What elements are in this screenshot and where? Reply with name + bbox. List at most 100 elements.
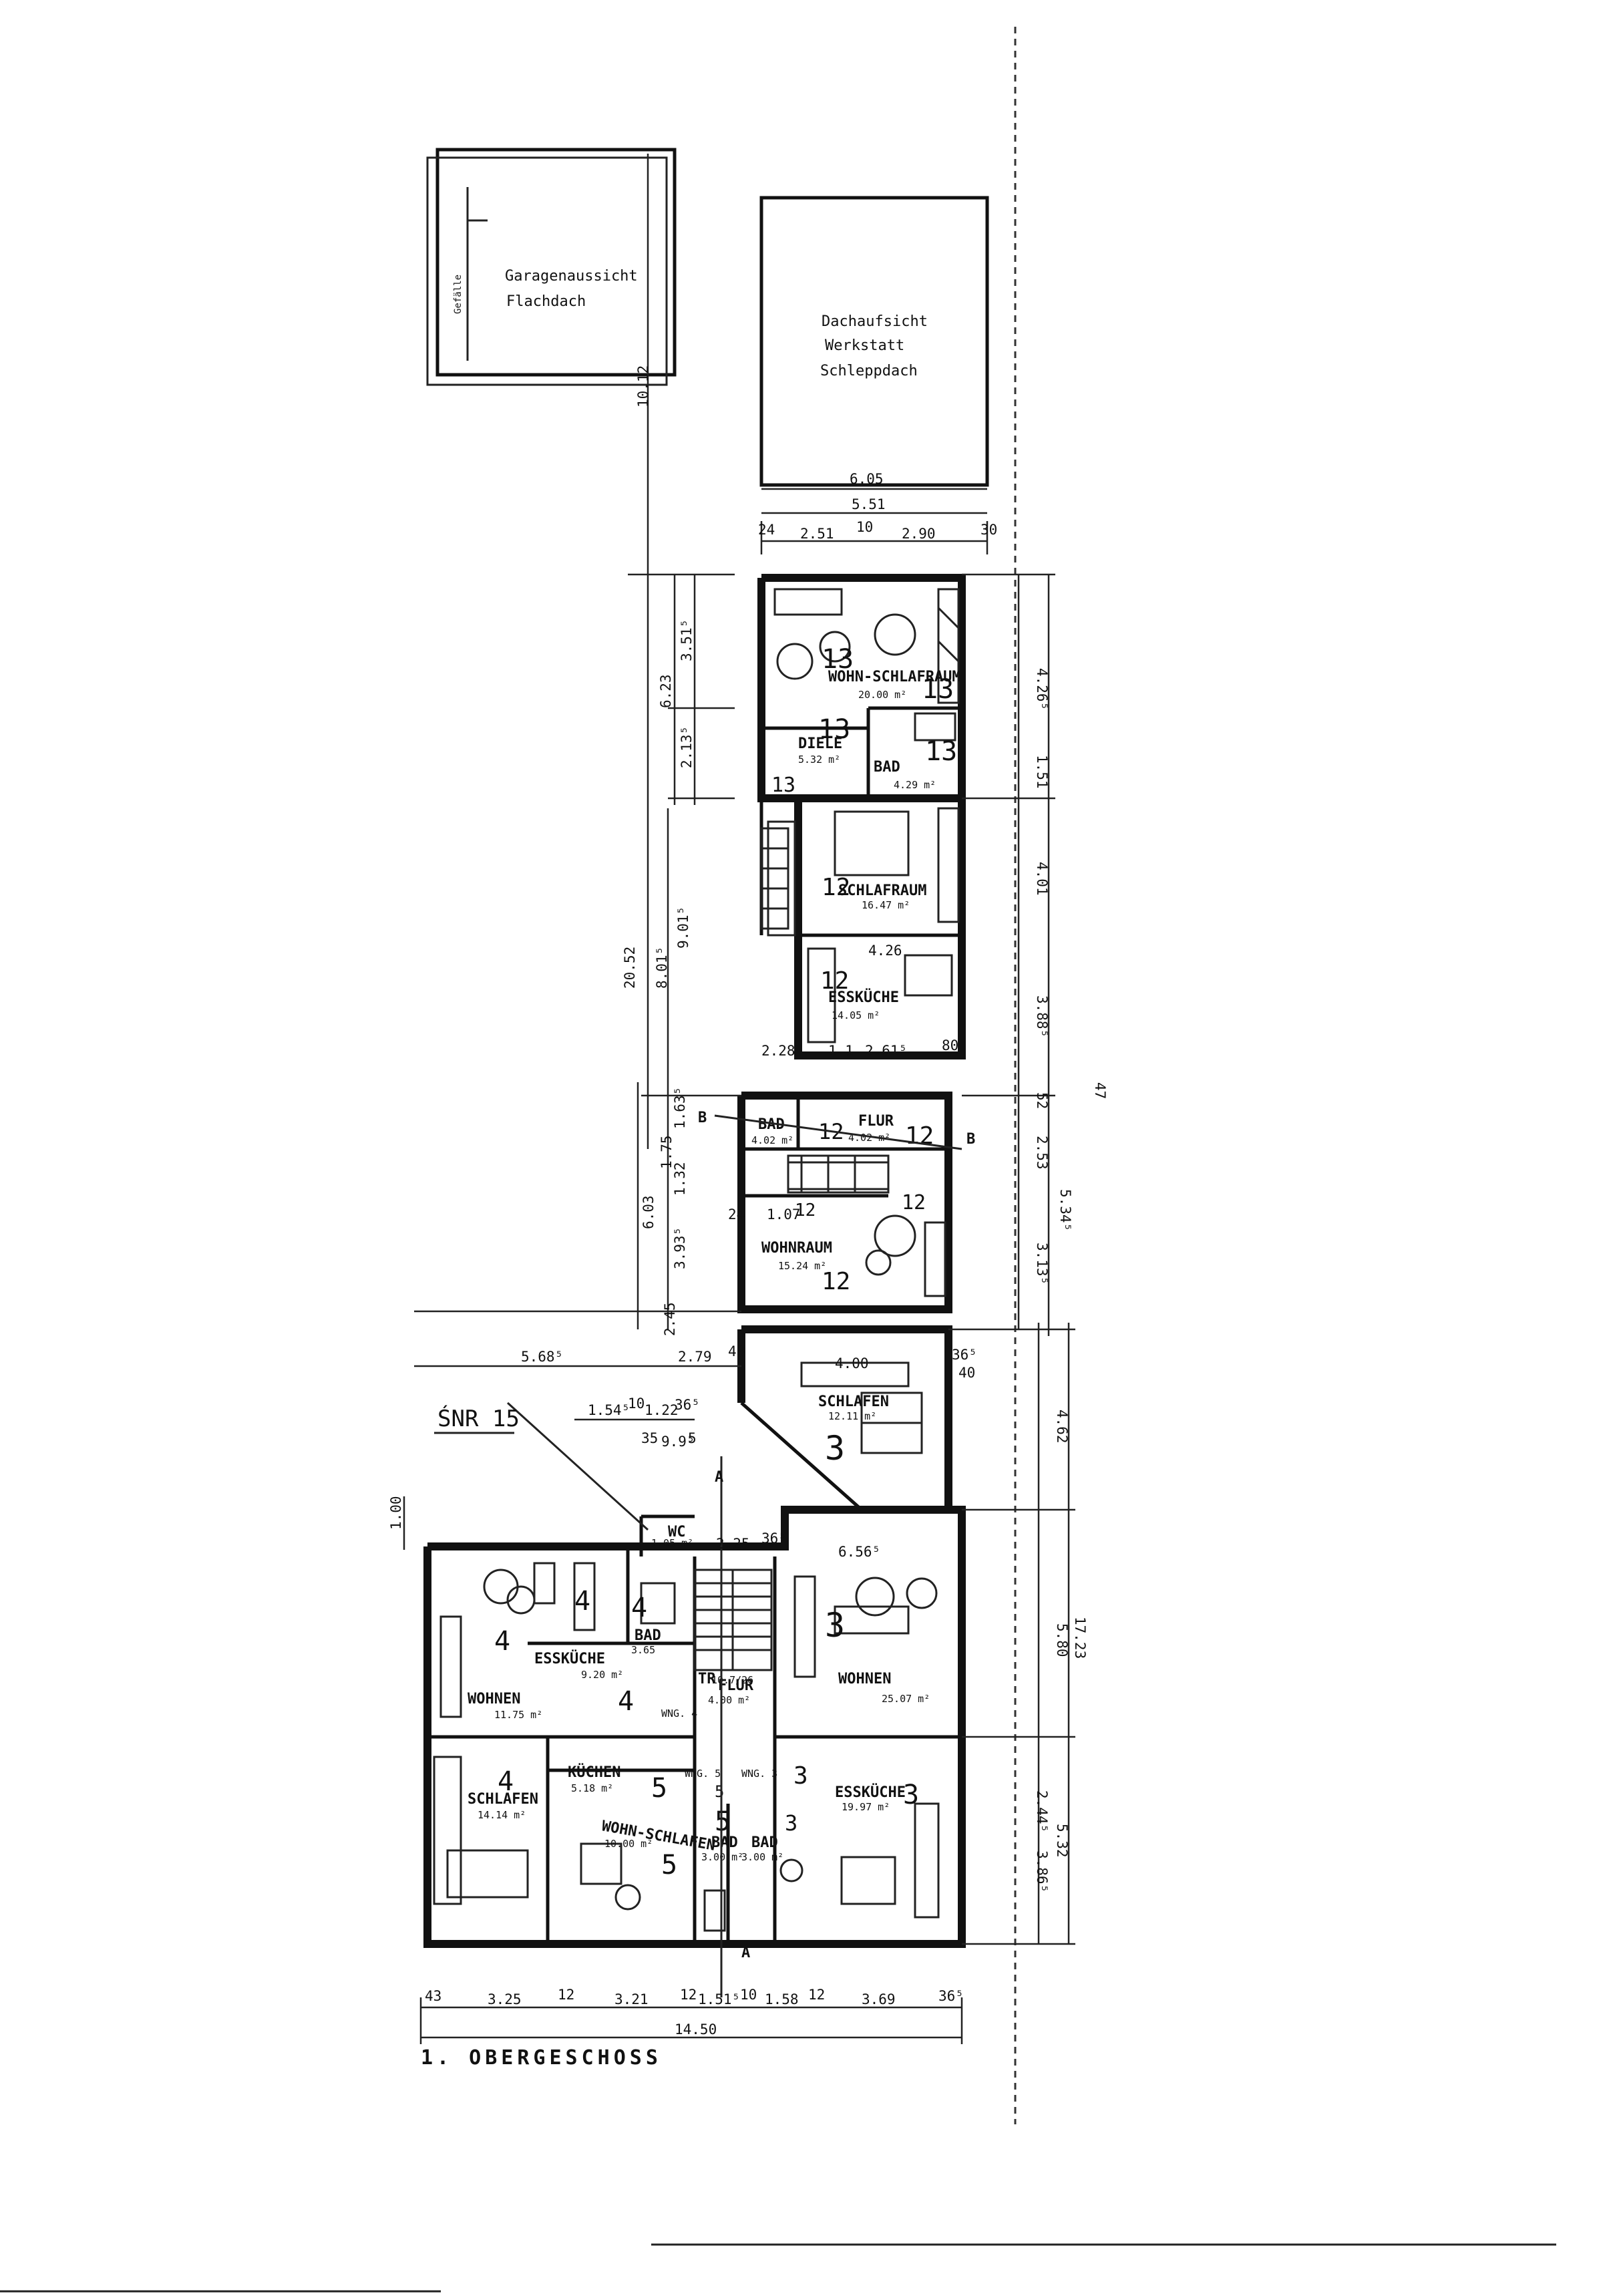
section-a-bottom: A — [741, 1945, 750, 1961]
dim-h-1-1: 1.1 — [828, 1043, 854, 1059]
dim-b-12a: 12 — [558, 1987, 574, 2003]
dim-r-52: 52 — [1034, 1092, 1050, 1109]
room-schlafen-left-area: 14.14 m² — [478, 1809, 526, 1821]
unit-12-lower: BAD 4.02 m² FLUR 4.02 m² WOHNRAUM 15.24 … — [737, 1092, 952, 1313]
dim-r-1-51: 1.51 — [1034, 755, 1050, 789]
dim-r-4-265: 4.26⁵ — [1034, 668, 1050, 710]
dim-v-10-12: 10.12 — [635, 365, 651, 407]
dim-kitchen-top: 4.26 — [868, 943, 902, 959]
room-bad-low2-label: BAD — [751, 1834, 778, 1851]
wh3-n1: 3 — [825, 1606, 845, 1645]
garage-roof: Gefälle Garagenaussicht Flachdach — [426, 148, 677, 386]
room-kuechen-label: KÜCHEN — [568, 1764, 620, 1781]
dim-r-3-885: 3.88⁵ — [1034, 995, 1050, 1037]
wh4-n2: 4 — [631, 1593, 647, 1623]
dim-roof-p2: 2.51 — [800, 526, 834, 542]
wh4-n1: 4 — [574, 1586, 590, 1617]
dim-v-6-03: 6.03 — [641, 1195, 657, 1229]
dim-h-80: 80 — [942, 1037, 958, 1053]
room-esskueche-top-label: ESSKÜCHE — [828, 989, 899, 1006]
unit12-n6: 12 — [822, 1268, 850, 1295]
dim-r-5-80: 5.80 — [1054, 1623, 1070, 1657]
room-wohnen-right-area: 25.07 m² — [882, 1693, 930, 1705]
roof-dimensions: 6.05 5.51 24 2.51 10 2.90 30 — [758, 471, 997, 554]
section-a-top: A — [715, 1469, 723, 1486]
dim-h-6-565: 6.56⁵ — [838, 1544, 880, 1560]
dim-h-2-25: 2.25 — [716, 1536, 750, 1552]
room-flur-low-label: FLUR — [718, 1677, 754, 1694]
wng-5: WNG. 5 — [685, 1768, 721, 1780]
dim-r-2-445: 2.44⁵ — [1034, 1790, 1050, 1832]
wng-4: WNG. 4 — [661, 1707, 697, 1719]
room-esskueche-right-label: ESSKÜCHE — [835, 1784, 906, 1801]
garage-side-label: Gefälle — [453, 275, 464, 314]
dim-h-2-79: 2.79 — [678, 1349, 712, 1365]
room-schlafen-mid-area: 12.11 m² — [828, 1410, 876, 1422]
workshop-roof: Dachaufsicht Werkstatt Schleppdach — [759, 196, 989, 487]
room-schlafen-mid-label: SCHLAFEN — [818, 1393, 889, 1410]
dim-b-12c: 12 — [808, 1987, 825, 2003]
dim-h-2-28: 2.28 — [761, 1043, 795, 1059]
dim-b-1-515: 1.51⁵ — [698, 1991, 740, 2007]
dim-r-4-01: 4.01 — [1034, 862, 1050, 896]
section-b-left: B — [698, 1110, 707, 1126]
dim-b-10: 10 — [740, 1987, 757, 2003]
dim-h-35: 35 — [641, 1430, 658, 1446]
dim-h-5: 5 — [688, 1430, 697, 1446]
workshop-label-2: Werkstatt — [825, 337, 904, 354]
section-markers: B B A A — [698, 1110, 975, 1997]
wh5-n2: 5 — [661, 1850, 677, 1880]
wh4-n4: 4 — [618, 1686, 634, 1717]
unit13-n3: 13 — [818, 714, 850, 745]
dim-roof-inner: 5.51 — [852, 496, 886, 512]
dim-v-20-52: 20.52 — [622, 947, 638, 989]
dim-roof-p4: 2.90 — [902, 526, 936, 542]
unit13-n1: 13 — [822, 644, 854, 675]
handwritten-note: ŚNR 15 — [437, 1405, 520, 1432]
main-building: SCHLAFEN 12.11 m² WOHNEN 25.07 m² ESSKÜC… — [423, 827, 966, 1948]
dim-h-40: 40 — [728, 1343, 745, 1359]
plan-title: 1. OBERGESCHOSS — [421, 2046, 662, 2070]
room-bad-low1-label: BAD — [711, 1834, 738, 1851]
dim-v-1-32: 1.32 — [672, 1162, 688, 1196]
dim-roof-p5: 30 — [980, 522, 997, 538]
workshop-label-3: Schleppdach — [820, 363, 918, 379]
unit12-n2: 12 — [820, 967, 849, 995]
dim-v-2-135: 2.13⁵ — [679, 726, 695, 768]
dim-h-1-22: 1.22 — [645, 1402, 679, 1418]
room-schlafen-left-label: SCHLAFEN — [468, 1791, 538, 1808]
dim-roof-total: 6.05 — [850, 471, 884, 487]
wh4-n3: 4 — [494, 1626, 510, 1657]
bottom-dimensions: 43 3.25 12 3.21 12 1.51⁵ 10 1.58 12 3.69… — [419, 1987, 964, 2044]
wh5-n3: 5 — [715, 1806, 731, 1837]
dim-v-9-015: 9.01⁵ — [675, 907, 691, 949]
room-wohn-schlafen-area: 10.00 m² — [604, 1838, 653, 1850]
room-diele-label: DIELE — [798, 735, 842, 752]
wh3-n2: 3 — [825, 1429, 845, 1468]
room-wohnraum-area: 15.24 m² — [778, 1260, 826, 1272]
room-wc-area: 1.05 m² — [651, 1537, 693, 1549]
dim-h-99-5: 9.9⁵ — [661, 1434, 695, 1450]
room-bad-mid-area: 4.02 m² — [751, 1134, 793, 1146]
room-schlafraum-area: 16.47 m² — [862, 899, 910, 911]
dim-r-5-345: 5.34⁵ — [1057, 1189, 1073, 1231]
dim-r-4-62: 4.62 — [1054, 1410, 1070, 1444]
dim-h-36-5c: 36⁵ — [952, 1347, 977, 1363]
dim-h-2-615: 2.61⁵ — [865, 1043, 907, 1059]
dim-h-40b: 40 — [958, 1365, 975, 1381]
unit-12: SCHLAFRAUM 16.47 m² ESSKÜCHE 14.05 m² 4.… — [759, 794, 966, 1059]
dim-b-36-5: 36⁵ — [938, 1988, 964, 2004]
unit12-n1: 12 — [822, 874, 850, 901]
stair-upper — [760, 827, 890, 1190]
room-wohnen-left-area: 11.75 m² — [494, 1709, 542, 1721]
wh5-n1: 5 — [651, 1773, 667, 1804]
dim-v-3-515: 3.51⁵ — [679, 619, 695, 661]
room-wohnen-left-label: WOHNEN — [468, 1691, 520, 1707]
room-treppe-area: 10.7/26 — [711, 1674, 753, 1686]
dim-h-36-5: 36⁵ — [675, 1397, 700, 1413]
room-bad-low1-area: 3.00 m² — [701, 1851, 743, 1863]
dim-r-5-32: 5.32 — [1054, 1824, 1070, 1858]
dim-h-4-00: 4.00 — [835, 1355, 869, 1371]
workshop-label-1: Dachaufsicht — [822, 313, 928, 330]
room-esskueche-top-area: 14.05 m² — [832, 1009, 880, 1021]
